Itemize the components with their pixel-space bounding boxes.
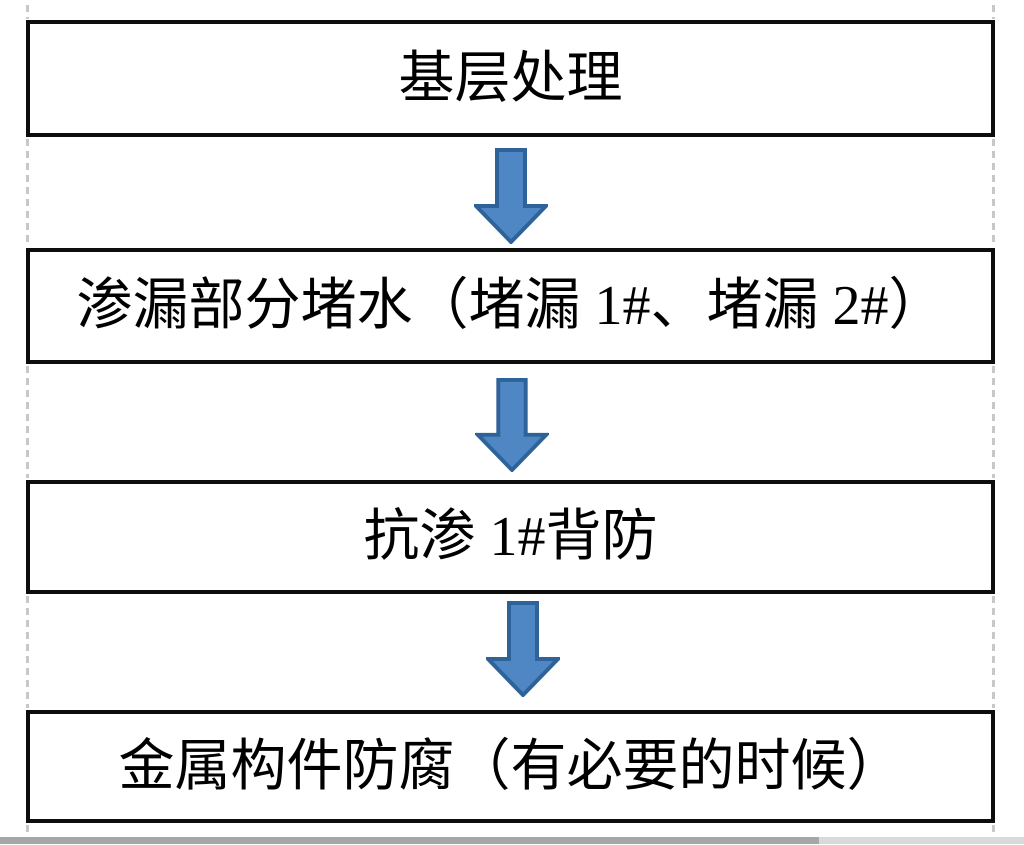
gridline-bottom-left [26,825,29,835]
flow-step-2-box: 渗漏部分堵水（堵漏 1#、堵漏 2#） [26,248,995,364]
gridline-gap3-left [26,596,29,708]
down-arrow-icon [473,378,551,477]
gridline-gap2-right [992,366,995,478]
flow-step-2-label: 渗漏部分堵水（堵漏 1#、堵漏 2#） [76,275,945,337]
gridline-top-left [26,5,29,19]
flow-step-3-box: 抗渗 1#背防 [26,480,995,594]
flow-step-4-label: 金属构件防腐（有必要的时候） [118,735,903,798]
gridline-bottom-right [992,825,995,835]
flow-step-1-label: 基层处理 [398,47,623,110]
gridline-gap2-left [26,366,29,478]
gridline-top-right [992,5,995,19]
down-arrow-icon [483,601,563,702]
gridline-gap3-right [992,596,995,708]
gridline-gap1-left [26,139,29,246]
down-arrow-icon [471,148,551,249]
flow-step-4-box: 金属构件防腐（有必要的时候） [26,710,995,823]
flow-step-3-label: 抗渗 1#背防 [363,506,658,568]
horizontal-scrollbar-track[interactable] [0,837,1024,844]
gridline-gap1-right [992,139,995,246]
flow-step-1-box: 基层处理 [26,20,995,137]
horizontal-scrollbar-thumb[interactable] [0,837,819,844]
